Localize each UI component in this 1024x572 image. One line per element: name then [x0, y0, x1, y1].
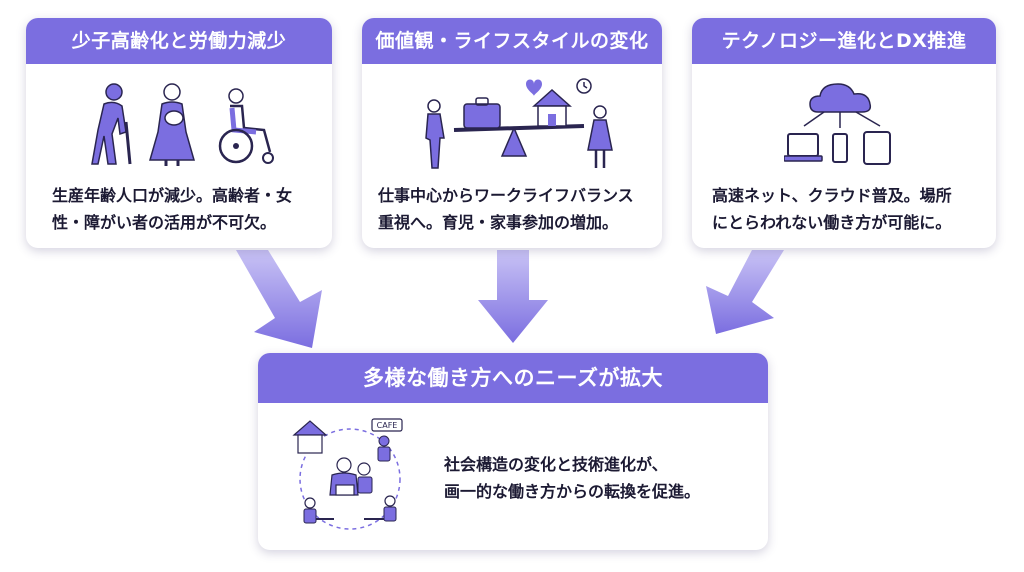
- card-description: 仕事中心からワークライフバランス 重視へ。育児・家事参加の増加。: [378, 186, 634, 232]
- card-body: CAFE 社会構造の変化と技術進化が、 画一的な働き方からの転換を促進。: [258, 403, 768, 550]
- arrow-left: [236, 250, 322, 348]
- card-values-lifestyle: 価値観・ライフスタイルの変化: [362, 18, 662, 248]
- diverse-work-styles-icon: CAFE: [292, 418, 403, 530]
- card-description: 社会構造の変化と技術進化が、 画一的な働き方からの転換を促進。: [444, 455, 701, 501]
- work-life-balance-icon: [425, 78, 613, 169]
- card-body: 高速ネット、クラウド普及。場所 にとらわれない働き方が可能に。: [692, 64, 996, 248]
- card-technology-dx: テクノロジー進化とDX推進 高速ネット、クラウド普及。場所 にとらわれない働き方…: [692, 18, 996, 248]
- card-title: 多様な働き方へのニーズが拡大: [258, 353, 768, 403]
- arrow-right: [706, 250, 784, 334]
- people-icon: [91, 83, 274, 166]
- card-description: 生産年齢人口が減少。高齢者・女 性・障がい者の活用が不可欠。: [52, 186, 293, 232]
- arrow-center: [478, 250, 548, 343]
- card-diverse-work-demand: 多様な働き方へのニーズが拡大 CAFE: [258, 353, 768, 550]
- card-body: 生産年齢人口が減少。高齢者・女 性・障がい者の活用が不可欠。: [26, 64, 332, 248]
- card-title: 少子高齢化と労働力減少: [26, 18, 332, 64]
- card-description: 高速ネット、クラウド普及。場所 にとらわれない働き方が可能に。: [712, 186, 952, 232]
- card-aging-labor: 少子高齢化と労働力減少 生産年齢人口が減少。高齢者・女 性・障がい者の活用が不可…: [26, 18, 332, 248]
- card-body: 仕事中心からワークライフバランス 重視へ。育児・家事参加の増加。: [362, 64, 662, 248]
- cloud-devices-icon: [784, 83, 891, 165]
- card-title: 価値観・ライフスタイルの変化: [362, 18, 662, 64]
- cafe-sign-text: CAFE: [377, 421, 398, 430]
- card-title: テクノロジー進化とDX推進: [692, 18, 996, 64]
